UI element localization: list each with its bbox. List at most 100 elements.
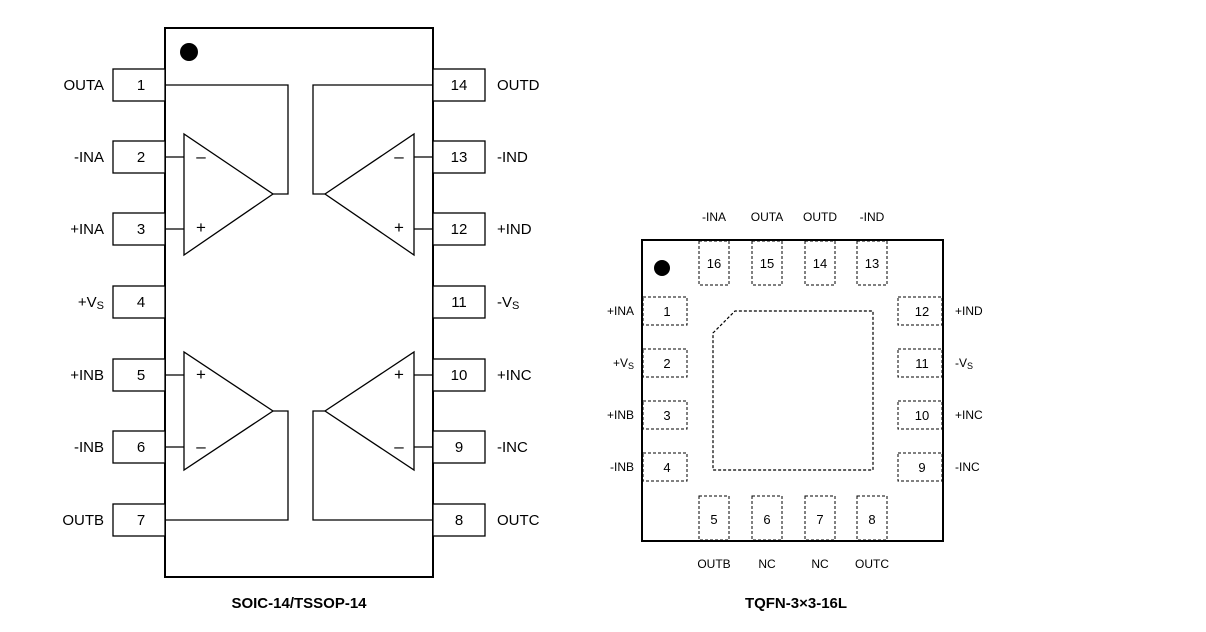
soic-amplifiers: –+–++–+– — [165, 84, 433, 521]
soic-pin-box — [112, 212, 166, 246]
tqfn-pin-label: OUTD — [803, 210, 837, 224]
tqfn-pin-label: OUTC — [855, 557, 889, 571]
tqfn-pin-number: 15 — [760, 256, 774, 271]
soic-pin-label: -VS — [497, 294, 519, 312]
soic-pin-box — [432, 358, 486, 392]
soic-pin-label: +IND — [497, 221, 532, 238]
tqfn-pin-number: 13 — [865, 256, 879, 271]
tqfn-pin-pad — [698, 495, 730, 541]
tqfn-pin-number: 16 — [707, 256, 721, 271]
soic-pin-label: OUTC — [497, 512, 540, 529]
tqfn-pin-pad — [751, 495, 783, 541]
amplifier-a-symbol — [183, 132, 275, 257]
soic-pin-box — [112, 285, 166, 319]
tqfn-pins: 16-INA15OUTA14OUTD13-IND1+INA2+VS3+INB4-… — [607, 210, 983, 571]
soic-pin-number: 4 — [137, 294, 145, 311]
soic-pin-label: -INB — [74, 439, 104, 456]
amplifier-c-symbol — [323, 350, 415, 472]
tqfn-pin-number: 8 — [868, 512, 875, 527]
soic-pin-box — [432, 503, 486, 537]
soic-pin-label: +VS — [78, 294, 104, 312]
tqfn-pin-label: OUTA — [751, 210, 783, 224]
tqfn-pin-label: +VS — [613, 356, 634, 371]
tqfn-exposed-pad — [712, 310, 874, 471]
soic-pin-number: 10 — [451, 367, 468, 384]
soic-pin-label: -INC — [497, 439, 528, 456]
tqfn-pin-number: 12 — [915, 304, 929, 319]
soic-pin-box — [112, 503, 166, 537]
tqfn-pin-number: 7 — [816, 512, 823, 527]
amp-a-plus-sign: + — [196, 218, 206, 237]
soic-pin-number: 5 — [137, 367, 145, 384]
soic-pin-number: 11 — [451, 294, 467, 311]
tqfn-pin-number: 3 — [663, 408, 670, 423]
soic-pin-label: -IND — [497, 149, 528, 166]
amp-d-output-wire — [312, 84, 433, 195]
tqfn-pin-pad — [897, 452, 943, 482]
amp-d-plus-sign: + — [394, 218, 404, 237]
tqfn-pin-pad — [698, 240, 730, 286]
soic-pin-label: +INB — [70, 367, 104, 384]
amplifier-b-symbol — [183, 350, 275, 472]
tqfn-pin-pad — [642, 296, 688, 326]
amp-b-output-wire — [165, 410, 289, 521]
soic-pin-label: OUTD — [497, 77, 540, 94]
soic-pin-number: 14 — [451, 77, 468, 94]
tqfn-pin-number: 11 — [915, 356, 929, 371]
amp-a-minus-sign: – — [196, 147, 206, 166]
tqfn-pin1-marker — [654, 260, 670, 276]
soic-pin-label: +INC — [497, 367, 532, 384]
soic-pin-label: OUTA — [63, 77, 104, 94]
tqfn-pin-pad — [642, 452, 688, 482]
tqfn-pin-label: -INA — [702, 210, 726, 224]
amp-d-minus-sign: – — [394, 147, 404, 166]
soic-pin-number: 6 — [137, 439, 145, 456]
tqfn-pin-label: +INB — [607, 408, 634, 422]
soic-pin-box — [112, 140, 166, 174]
soic-pin-box — [432, 285, 486, 319]
soic-pin-box — [432, 140, 486, 174]
soic-pin-label: OUTB — [62, 512, 104, 529]
tqfn-pin-label: +INA — [607, 304, 634, 318]
soic-pin-number: 7 — [137, 512, 145, 529]
amp-c-minus-sign: – — [394, 437, 404, 456]
amp-a-output-wire — [165, 84, 289, 195]
tqfn-pin-pad — [897, 400, 943, 430]
tqfn-pin-pad — [642, 348, 688, 378]
tqfn-pin-label: NC — [758, 557, 776, 571]
soic-pin-box — [112, 358, 166, 392]
tqfn-pin-pad — [751, 240, 783, 286]
amp-c-output-wire — [312, 410, 433, 521]
tqfn-pin-label: -VS — [955, 356, 973, 371]
tqfn-pin-label: -INC — [955, 460, 980, 474]
soic-pin-box — [112, 430, 166, 464]
tqfn-pin-number: 10 — [915, 408, 929, 423]
tqfn-pin-label: +IND — [955, 304, 983, 318]
tqfn-pin-label: -INB — [610, 460, 634, 474]
amp-b-minus-sign: – — [196, 437, 206, 456]
tqfn-pin-number: 6 — [763, 512, 770, 527]
soic-pin-box — [432, 68, 486, 102]
tqfn-pin-pad — [856, 495, 888, 541]
tqfn-pin-number: 2 — [663, 356, 670, 371]
tqfn-pin-pad — [856, 240, 888, 286]
tqfn-pin-pad — [897, 348, 943, 378]
tqfn-pin-pad — [804, 495, 836, 541]
tqfn-pin-number: 14 — [813, 256, 827, 271]
tqfn-pin-number: 1 — [663, 304, 670, 319]
soic-pin-number: 2 — [137, 149, 145, 166]
soic-pin-number: 3 — [137, 221, 145, 238]
tqfn-pin-pad — [642, 400, 688, 430]
soic-pin1-marker — [180, 43, 198, 61]
tqfn-pin-label: NC — [811, 557, 829, 571]
soic-pin-box — [112, 68, 166, 102]
soic-pin-number: 12 — [451, 221, 468, 238]
soic-pin-label: -INA — [74, 149, 104, 166]
tqfn-pin-number: 9 — [918, 460, 925, 475]
tqfn-pin-label: +INC — [955, 408, 983, 422]
tqfn-pin-label: OUTB — [697, 557, 730, 571]
amp-b-plus-sign: + — [196, 365, 206, 384]
soic-package-title: SOIC-14/TSSOP-14 — [231, 595, 367, 612]
